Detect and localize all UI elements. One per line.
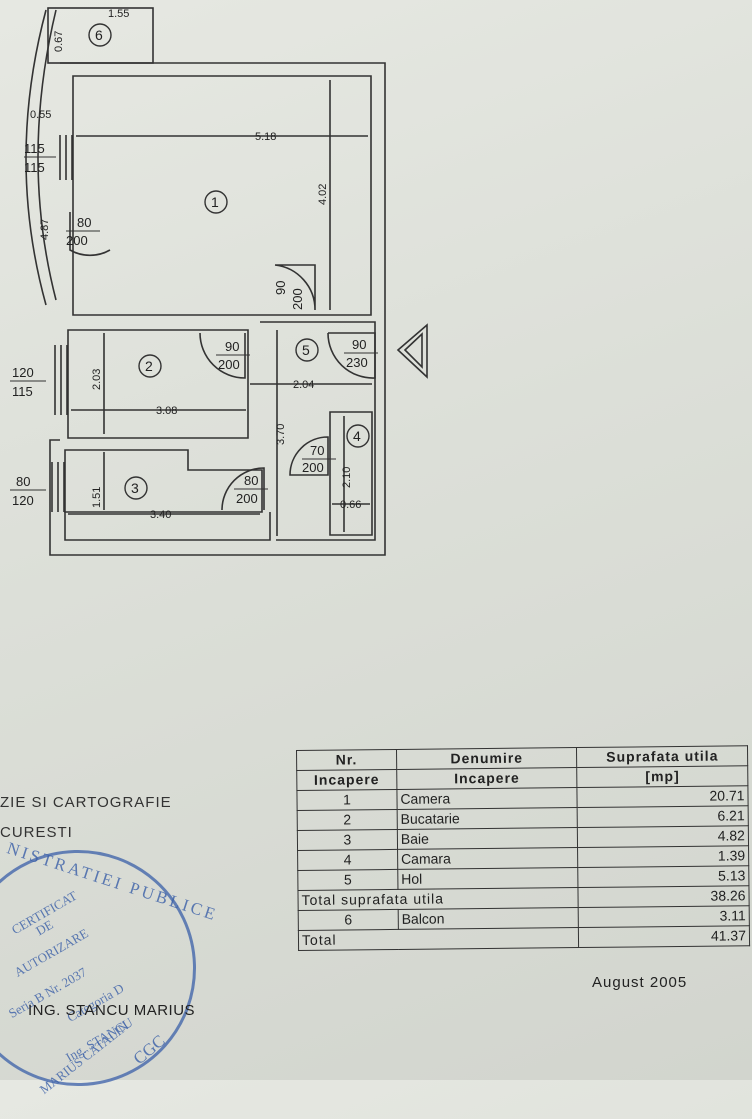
row-area: 5.13 (578, 865, 749, 888)
dim-room3-width: 3.40 (150, 509, 171, 521)
document-date: August 2005 (592, 974, 688, 991)
door3-bottom: 200 (236, 491, 258, 506)
row-nr: 6 (298, 909, 399, 931)
floor-plan-drawing: 6 1 2 3 4 5 1.55 0.67 0.55 4.87 5.18 4.0… (10, 7, 428, 556)
door-3-swing (221, 467, 265, 511)
window-3 (51, 462, 65, 512)
header-nr: Nr. (296, 749, 397, 771)
dim-room1-width: 5.18 (255, 131, 276, 143)
door1-top: 80 (77, 215, 91, 230)
room-2-outline (67, 329, 249, 439)
room-number-2: 2 (145, 358, 153, 374)
row-name: Bucatarie (397, 807, 578, 830)
header-area: Suprafata utila (576, 745, 748, 768)
row-area: 3.11 (578, 905, 750, 928)
header-name-2: Incapere (396, 767, 578, 790)
dim-balcony-depth: 0.67 (53, 31, 65, 52)
window-2 (54, 345, 68, 415)
row-area: 4.82 (577, 825, 749, 848)
door-closet-bottom: 200 (302, 460, 324, 475)
window2-top: 120 (12, 365, 34, 380)
room-number-4: 4 (353, 428, 361, 444)
room-4-outline (329, 411, 373, 536)
door1-bottom: 200 (66, 233, 88, 248)
row-nr: 5 (297, 869, 398, 891)
window3-bottom: 120 (12, 493, 34, 508)
entrance-bottom: 230 (346, 355, 368, 370)
room-5-outline (260, 321, 376, 541)
header-name: Denumire (396, 747, 578, 770)
row-name: Baie (397, 827, 579, 850)
door-room1-bottom: 200 (290, 288, 305, 310)
window1-top: 115 (24, 141, 45, 156)
header-nr-2: Incapere (296, 769, 397, 791)
door2-top: 90 (225, 339, 239, 354)
engineer-name: ING. STANCU MARIUS (28, 1002, 196, 1019)
room-number-3: 3 (131, 480, 139, 496)
row-area: 1.39 (578, 845, 749, 868)
outer-wall (49, 62, 386, 556)
door-1-swing (69, 212, 111, 257)
door-room1-swing (274, 264, 316, 311)
row-name: Camera (396, 787, 578, 810)
row-area: 20.71 (577, 785, 749, 808)
dim-room2-depth: 2.03 (91, 369, 103, 390)
floor-plan-document: 6 1 2 3 4 5 1.55 0.67 0.55 4.87 5.18 4.0… (0, 7, 750, 1119)
institute-line-2: CURESTI (0, 824, 73, 841)
header-area-2: [mp] (577, 765, 748, 788)
dim-closet-depth: 2.10 (341, 467, 353, 488)
dim-balcony-width: 1.55 (108, 8, 129, 20)
window1-bottom: 115 (24, 160, 45, 175)
dim-room2-width: 3.08 (156, 405, 177, 417)
total-label: Total (298, 927, 580, 951)
door3-top: 80 (244, 473, 258, 488)
entrance-top: 90 (352, 337, 366, 352)
window2-bottom: 115 (12, 384, 33, 399)
door-closet-swing (289, 436, 329, 476)
room-1-outline (72, 75, 372, 316)
dim-hall-width: 2.04 (293, 379, 314, 391)
door-room1-top: 90 (273, 281, 288, 295)
window3-top: 80 (16, 474, 30, 489)
door-2-swing (199, 332, 246, 379)
room-number-1: 1 (211, 194, 219, 210)
row-name: Hol (397, 867, 579, 890)
row-name: Camara (397, 847, 579, 870)
room-number-6: 6 (95, 27, 103, 43)
subtotal-value: 38.26 (578, 885, 750, 908)
area-table: Nr. Denumire Suprafata utila Incapere In… (296, 745, 750, 951)
dim-balcony-length: 4.87 (39, 219, 51, 240)
dim-room3-depth: 1.51 (91, 487, 103, 508)
dim-hall-length: 3.70 (275, 424, 287, 445)
door2-bottom: 200 (218, 357, 240, 372)
row-area: 6.21 (577, 805, 749, 828)
row-nr: 2 (297, 809, 398, 831)
row-nr: 1 (296, 789, 398, 811)
institute-line-1: ZIE SI CARTOGRAFIE (0, 794, 172, 811)
room-number-5: 5 (302, 342, 310, 358)
entrance-marker (396, 323, 428, 379)
dim-balcony-side: 0.55 (30, 109, 51, 121)
balcony-curve (25, 9, 47, 306)
dim-closet-width: 0.66 (340, 499, 361, 511)
total-value: 41.37 (578, 925, 750, 948)
entrance-door-swing (327, 332, 376, 379)
row-nr: 4 (297, 849, 398, 871)
row-nr: 3 (297, 829, 398, 851)
dim-room1-depth: 4.02 (317, 184, 329, 205)
row-name: Balcon (398, 907, 579, 930)
total-row: Total 41.37 (298, 925, 750, 951)
door-closet-top: 70 (310, 443, 324, 458)
window-1 (59, 135, 73, 180)
